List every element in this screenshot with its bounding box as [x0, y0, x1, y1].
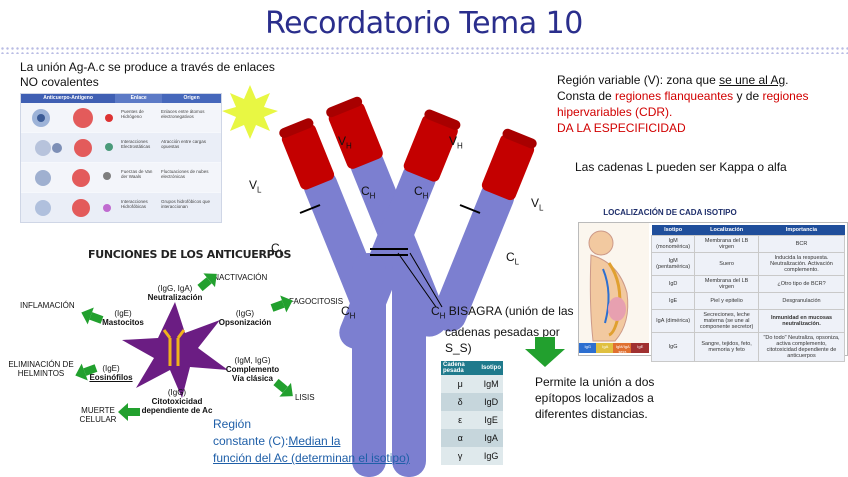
hinge-text: CH BISAGRA (unión de las cadenas pesadas…	[431, 304, 574, 356]
intro-line-1: La unión Ag-A.c se produce a través de e…	[20, 60, 275, 74]
isotype-legend: IgG IgA IgM/IgA secr. IgE	[584, 344, 644, 354]
arrow-right-icon	[197, 273, 217, 292]
isotype-location-table: Isotipo Localización Importancia IgM (mo…	[650, 225, 845, 362]
label-vh-left: VH	[338, 134, 352, 151]
variable-region-left-heavy	[328, 102, 383, 169]
outcome-muerte-celular: MUERTE CELULAR	[79, 406, 117, 424]
label-ch-right: CH	[414, 184, 429, 201]
label-vl-left: VL	[249, 178, 262, 195]
label-vh-right: VH	[449, 134, 463, 151]
bond-row-2-bond: Interacciones Electrostáticas	[121, 139, 151, 149]
isotype-location-title: LOCALIZACIÓN DE CADA ISOTIPO	[603, 208, 737, 217]
light-chain-right	[432, 180, 515, 332]
outcome-inactivacion: INACTIVACIÓN	[211, 273, 268, 282]
page-title: Recordatorio Tema 10	[265, 6, 583, 41]
table-row: IgA (dimérica)Secreciones, leche materna…	[650, 309, 845, 333]
label-cl-left: CL	[271, 241, 285, 258]
chain-header-cadena: Cadena pesada	[441, 361, 480, 375]
outcome-eliminacion-helmintos: ELIMINACIÓN DE HELMINTOS	[8, 360, 74, 378]
bond-header-origen: Origen	[162, 94, 222, 103]
antibody-star-icon	[122, 302, 228, 398]
bond-row-4-bond: Interacciones Hidrofóbicas	[121, 199, 148, 209]
heavy-chain-stem-left	[352, 253, 386, 477]
function-mastocitos: (IgE)Mastocitos	[102, 309, 144, 327]
title-divider	[0, 46, 848, 54]
arrow-left-icon	[75, 363, 98, 381]
variable-region-text: Región variable (V): zona que se une al …	[557, 73, 809, 135]
iso-header-localizacion: Localización	[694, 225, 759, 236]
label-ch-stem: CH	[341, 304, 356, 321]
arrow-left-icon	[81, 307, 104, 325]
light-chains-text: Las cadenas L pueden ser Kappa o alfa	[575, 160, 787, 174]
iso-header-isotipo: Isotipo	[651, 225, 695, 236]
intro-text: La unión Ag-A.c se produce a través de e…	[20, 60, 275, 90]
bond-table: Anticuerpo-Antígeno Enlace Origen P	[20, 93, 222, 223]
functions-title: FUNCIONES DE LOS ANTICUERPOS	[88, 248, 292, 261]
down-arrow-icon	[525, 337, 565, 367]
iso-header-importancia: Importancia	[758, 225, 845, 236]
function-arrows	[75, 273, 293, 421]
label-vl-right: VL	[531, 196, 544, 213]
bond-row-3-origin: Fluctuaciones de nubes electrónicas	[161, 169, 209, 179]
outcome-fagocitosis: FAGOCITOSIS	[289, 297, 344, 306]
function-neutralizacion: (IgG, IgA)Neutralización	[147, 284, 203, 302]
label-ch-left: CH	[361, 184, 376, 201]
label-cl-right: CL	[506, 250, 520, 267]
arrow-left-icon	[118, 403, 140, 421]
isotype-location-panel: IgG IgA IgM/IgA secr. IgE Isotipo Locali…	[578, 222, 848, 362]
permits-text: Permite la unión a dos epítopos localiza…	[535, 375, 655, 421]
constant-region-text: Región constante (C):Median la función d…	[213, 417, 410, 465]
bond-row-1-bond: Puentes de Hidrógeno	[121, 109, 144, 119]
antibody-diagram	[222, 85, 537, 477]
variable-region-right-heavy	[403, 115, 458, 182]
chain-header-isotipo: Isotipo	[479, 361, 503, 375]
heavy-chain-stem-right	[392, 253, 426, 477]
bond-header-enlace: Enlace	[115, 94, 163, 103]
intro-line-2: NO covalentes	[20, 75, 99, 89]
variable-region-left-light	[281, 124, 335, 190]
function-complemento: (IgM, IgG)Complemento Vía clásica	[225, 356, 280, 383]
bond-illustrations	[21, 103, 221, 222]
body-figure-icon	[579, 223, 649, 353]
function-citotoxicidad: (IgG)Citotoxicidad dependiente de Ac	[141, 388, 213, 415]
function-opsonizacion: (IgG)Opsonización	[218, 309, 272, 327]
bond-row-3-bond: Fuerzas de Van der Waals	[121, 169, 153, 179]
variable-region-right-light	[481, 134, 535, 201]
arrow-right-icon	[273, 378, 293, 397]
bond-row-1-origin: Enlaces entre átomos electronegativos	[161, 109, 205, 119]
bond-row-4-origin: Grupos hidrofóbicos que interaccionan	[161, 199, 211, 209]
antigen-burst-icon	[222, 85, 278, 139]
bond-row-2-origin: Atracción entre cargas opuestas	[161, 139, 207, 149]
outcome-lisis: LISIS	[295, 393, 315, 402]
outcome-inflamacion: INFLAMACIÓN	[20, 301, 75, 310]
bond-header-ag: Anticuerpo-Antígeno	[21, 94, 116, 103]
function-eosinofilos: (IgE)Eosinófilos	[89, 364, 133, 382]
arrow-right-icon	[270, 295, 293, 313]
